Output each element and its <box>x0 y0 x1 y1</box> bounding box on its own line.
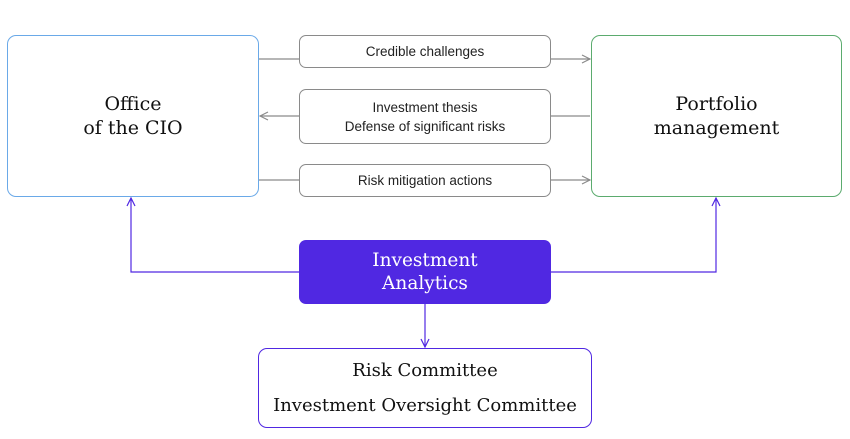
office-cio-label-line-1: Office <box>104 93 162 115</box>
portfolio-management-box: Portfolio management <box>591 35 842 197</box>
office-cio-label-line-2: of the CIO <box>83 117 183 139</box>
investment-analytics-label-line-2: Analytics <box>382 273 468 294</box>
message-investment-thesis-label: Investment thesis <box>372 99 478 115</box>
portfolio-label-line-1: Portfolio <box>675 93 758 115</box>
arrow-analytics-to-portfolio <box>551 198 716 273</box>
message-credible-challenges: Credible challenges <box>299 35 551 68</box>
investment-oversight-committee-label: Investment Oversight Committee <box>273 394 577 416</box>
arrow-analytics-to-cio <box>131 198 299 273</box>
portfolio-label-line-2: management <box>653 117 780 139</box>
committees-box: Risk Committee Investment Oversight Comm… <box>258 348 592 428</box>
office-of-the-cio-box: Office of the CIO <box>7 35 259 197</box>
message-risk-mitigation-actions: Risk mitigation actions <box>299 164 551 197</box>
investment-analytics-box: Investment Analytics <box>299 240 551 304</box>
message-defense-risks-label: Defense of significant risks <box>344 118 506 134</box>
investment-analytics-label-line-1: Investment <box>372 250 478 271</box>
message-credible-challenges-label: Credible challenges <box>365 44 485 59</box>
risk-committee-label: Risk Committee <box>352 359 498 381</box>
message-risk-mitigation-label: Risk mitigation actions <box>357 173 493 188</box>
message-investment-thesis: Investment thesis Defense of significant… <box>299 89 551 144</box>
